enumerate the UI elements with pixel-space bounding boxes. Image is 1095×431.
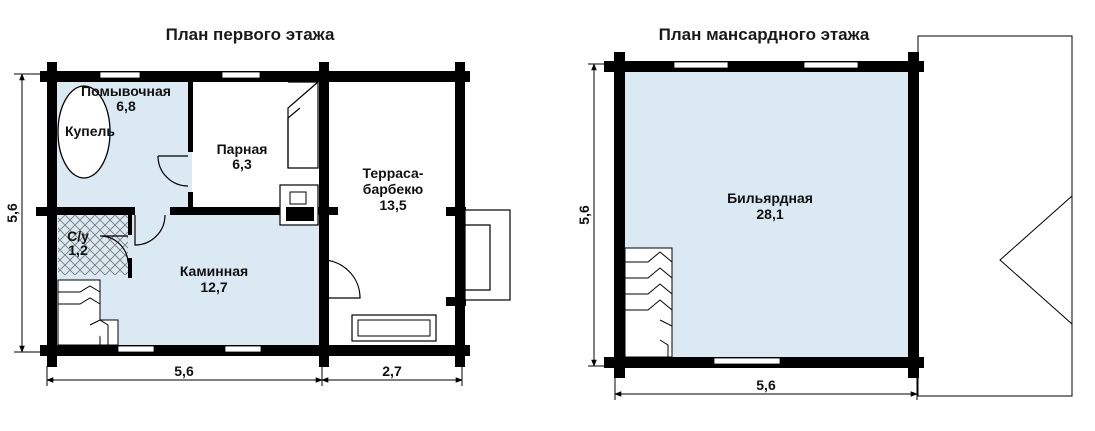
room-name-bilyardnaya: Бильярдная (727, 190, 813, 206)
room-area-terrasa: 13,5 (379, 197, 406, 213)
first-floor-stairs (57, 279, 119, 346)
dim-attic-height: 5,6 (576, 205, 592, 225)
kupel-tub (57, 85, 111, 179)
sauna-door (157, 155, 189, 187)
room-area-su: 1,2 (68, 242, 88, 258)
sauna-bench (287, 81, 319, 169)
terrace-floor (325, 78, 465, 350)
window (221, 71, 261, 79)
porch (464, 209, 511, 301)
room-area-parnaya: 6,3 (232, 156, 252, 172)
room-name-su: С/у (67, 228, 89, 244)
dim-attic-width: 5,6 (756, 377, 776, 393)
room-area-kaminnaya: 12,7 (200, 279, 227, 295)
roof-gable (999, 195, 1073, 325)
sauna-left-wall (188, 82, 193, 152)
room-name-kaminnaya: Каминная (180, 263, 248, 279)
terrace-door (321, 259, 361, 299)
attic-right-wall (908, 52, 919, 378)
dim-height: 5,6 (4, 203, 20, 223)
attic-stairs (624, 247, 673, 358)
window (224, 345, 262, 353)
dim-width-main: 5,6 (174, 363, 194, 379)
window (673, 61, 729, 69)
room-name-parnaya: Парная (217, 141, 268, 157)
first-floor-title: План первого этажа (166, 25, 335, 44)
wc-door (99, 235, 129, 263)
attic-title: План мансардного этажа (659, 25, 870, 44)
window (117, 345, 155, 353)
kaminnaya-door (134, 214, 166, 246)
room-name-kupel: Купель (65, 123, 115, 139)
first-floor-plan: План первого этажа (4, 25, 511, 386)
room-name-pomyvochnaya: Помывочная (81, 83, 171, 99)
dim-width-terrace: 2,7 (382, 363, 402, 379)
window (99, 71, 141, 79)
window (803, 61, 859, 69)
kaminnaya-top-wall (170, 207, 338, 215)
room-area-bilyardnaya: 28,1 (756, 206, 783, 222)
attic-left-wall (614, 52, 625, 378)
attic-floor-plan: План мансардного этажа Бильярдная 28,1 (576, 25, 1073, 400)
attic-top-wall (604, 61, 924, 72)
wc-floor (58, 215, 128, 275)
wc-top-wall (50, 207, 135, 215)
room-name-terrasa-1: Терраса- (363, 165, 424, 181)
room-name-terrasa-2: барбекю (363, 181, 423, 197)
window (713, 357, 781, 365)
room-area-pomyvochnaya: 6,8 (116, 98, 136, 114)
